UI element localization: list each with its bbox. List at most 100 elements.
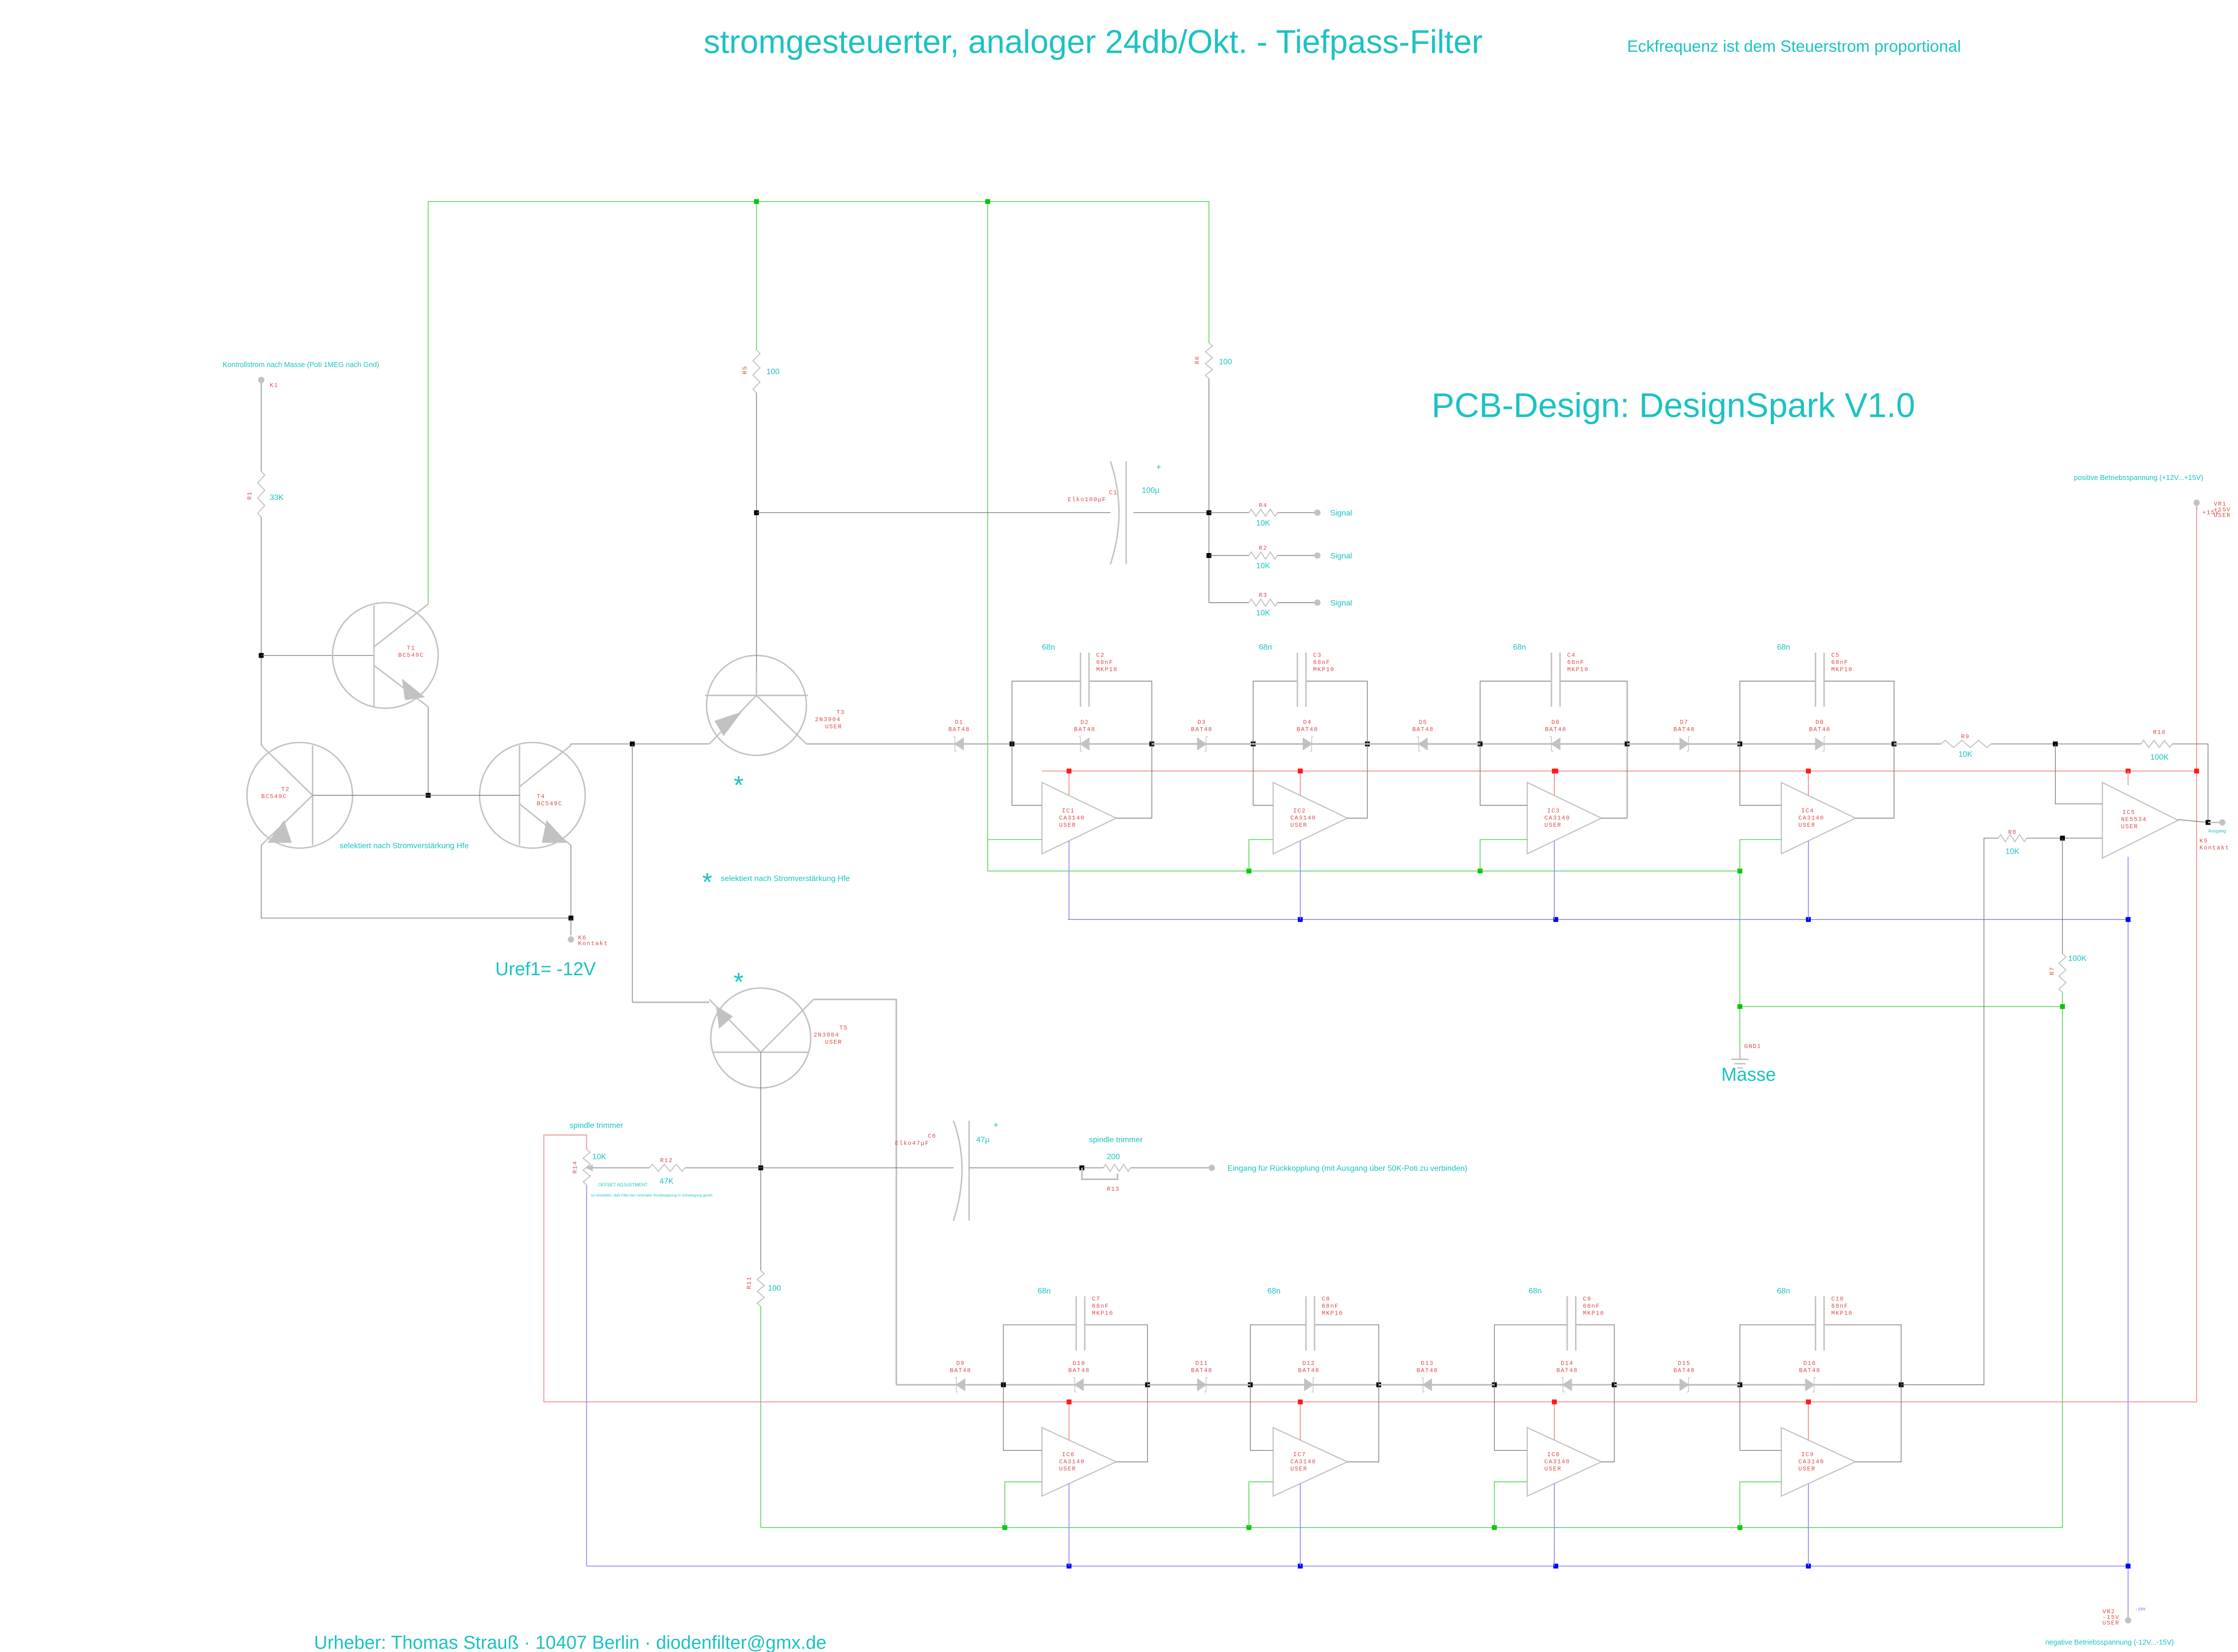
t4-part: BC549C bbox=[537, 801, 562, 808]
upper-stage-2-diode-in-ref: D3 bbox=[1198, 719, 1206, 726]
junction bbox=[1066, 769, 1072, 774]
wire bbox=[1248, 1481, 1273, 1528]
vr2-terminal[interactable] bbox=[2125, 1617, 2131, 1624]
junction bbox=[1206, 553, 1211, 558]
lower-stage-3-cap-value: 68n bbox=[1529, 1287, 1542, 1295]
wire bbox=[1011, 744, 1042, 806]
r4-value: 10K bbox=[1256, 519, 1271, 527]
r5-value: 100 bbox=[767, 368, 780, 376]
lower-stage-2-cap-part: 68nF bbox=[1321, 1303, 1339, 1310]
wire bbox=[1494, 1324, 1568, 1385]
c6-ref: C6 bbox=[928, 1133, 936, 1140]
k1-terminal[interactable] bbox=[258, 376, 264, 383]
selected-star-note: selektiert nach Stromverstärkung Hfe bbox=[721, 875, 850, 883]
lower-stage-3-cap-part: 68nF bbox=[1583, 1303, 1600, 1310]
wire bbox=[260, 845, 572, 918]
lower-stage-3-cap-ref: C9 bbox=[1583, 1296, 1591, 1303]
lower-stage-1-diode-in-ref: D9 bbox=[956, 1360, 965, 1367]
t3-star: * bbox=[734, 771, 743, 800]
lower-stage-3-diode-in-part: BAT48 bbox=[1417, 1367, 1438, 1374]
r4-label: R4 bbox=[1259, 502, 1267, 509]
wire bbox=[2178, 819, 2208, 823]
upper-stage-2-cap-type: MKP10 bbox=[1313, 666, 1335, 673]
lower-stage-3-ic-pkg: USER bbox=[1544, 1466, 1562, 1472]
page-title: stromgesteuerter, analoger 24db/Okt. - T… bbox=[703, 24, 1482, 61]
wire bbox=[1739, 1481, 1782, 1528]
lower-stage-4-cap-ref: C10 bbox=[1831, 1296, 1844, 1303]
wire bbox=[1601, 744, 1628, 819]
k5-type: Kontakt bbox=[2200, 844, 2230, 851]
lower-stage-3-diode-mid-ref: D14 bbox=[1561, 1360, 1574, 1367]
r8-label: R8 bbox=[2008, 829, 2017, 836]
wire bbox=[1901, 838, 1998, 1385]
selected-pair-note: selektiert nach Stromverstärkung Hfe bbox=[340, 842, 469, 850]
upper-stage-1-diode-in-ref: D1 bbox=[955, 719, 963, 726]
wire bbox=[1739, 1385, 1782, 1451]
wire bbox=[1479, 839, 1528, 871]
ic5-pkg: USER bbox=[2121, 823, 2138, 830]
upper-stage-2-diode-mid-ref: D4 bbox=[1303, 719, 1312, 726]
wire bbox=[1003, 1324, 1076, 1385]
r1-label: R1 bbox=[246, 491, 253, 500]
lower-stage-2-ic-ref: IC7 bbox=[1293, 1451, 1306, 1458]
wire bbox=[1003, 1385, 1042, 1451]
wire bbox=[1347, 744, 1368, 819]
junction bbox=[1806, 1399, 1811, 1404]
lower-stage-4-diode-mid-ref: D16 bbox=[1803, 1360, 1816, 1367]
feedback-input-terminal[interactable] bbox=[1209, 1165, 1215, 1171]
wire bbox=[1855, 1385, 1902, 1463]
signal-terminal-1[interactable] bbox=[1314, 510, 1321, 516]
wire bbox=[1494, 1481, 1528, 1528]
lower-stage-1-cap-part: 68nF bbox=[1092, 1303, 1109, 1310]
upper-stage-4-ic-pkg: USER bbox=[1798, 822, 1816, 829]
vr2-pkg: USER bbox=[2102, 1619, 2120, 1626]
vr1-net: +15V bbox=[2202, 509, 2220, 516]
upper-stage-3-opamp bbox=[1526, 781, 1603, 855]
t4-ref: T4 bbox=[537, 793, 545, 800]
r14-label: R14 bbox=[572, 1161, 579, 1174]
lower-stage-3-opamp bbox=[1526, 1427, 1603, 1497]
r6-resistor bbox=[1204, 342, 1213, 379]
vr1-value: +15V bbox=[2214, 506, 2231, 513]
c6-capacitor bbox=[953, 1120, 963, 1221]
junction bbox=[1552, 769, 1557, 774]
vr1-terminal[interactable] bbox=[2193, 499, 2200, 506]
signal-terminal-3[interactable] bbox=[1314, 599, 1321, 606]
lower-stage-3-cap-type: MKP10 bbox=[1583, 1310, 1605, 1317]
r13-wiper bbox=[1081, 1168, 1119, 1180]
k6-label: K6 bbox=[578, 935, 587, 942]
signal-label: Signal bbox=[1330, 552, 1352, 560]
junction bbox=[1206, 510, 1211, 515]
t5-star: * bbox=[734, 968, 743, 997]
wire bbox=[1116, 744, 1152, 819]
t4-transistor-collector bbox=[519, 744, 572, 788]
t1-ref: T1 bbox=[407, 645, 415, 652]
signal-terminal-2[interactable] bbox=[1314, 552, 1321, 559]
ground-wire bbox=[987, 201, 1740, 1050]
k6-terminal[interactable] bbox=[568, 936, 574, 943]
junction bbox=[1298, 1399, 1303, 1404]
author-footer: Urheber: Thomas Strauß · 10407 Berlin · … bbox=[314, 1632, 827, 1652]
output-terminal[interactable] bbox=[2219, 819, 2226, 826]
legend-star: * bbox=[702, 868, 712, 897]
junction bbox=[2126, 1563, 2131, 1569]
junction bbox=[1298, 1563, 1303, 1569]
upper-stage-1-cap-part: 68nF bbox=[1096, 659, 1113, 666]
junction bbox=[754, 199, 759, 204]
lower-stage-4-ic-pkg: USER bbox=[1798, 1466, 1816, 1472]
wire bbox=[1855, 744, 1895, 819]
lower-stage-1-cap-type: MKP10 bbox=[1092, 1310, 1114, 1317]
t5-part: 2N3904 bbox=[813, 1031, 839, 1038]
vr1-pkg: USER bbox=[2214, 512, 2231, 519]
wire bbox=[1347, 1385, 1379, 1463]
upper-stage-1-ic-part: CA3140 bbox=[1059, 814, 1085, 821]
upper-stage-3-ic-ref: IC3 bbox=[1547, 808, 1560, 814]
r9-resistor bbox=[1941, 739, 1992, 748]
upper-stage-2-ic-ref: IC2 bbox=[1293, 808, 1306, 814]
t5-arrow-icon bbox=[716, 1005, 733, 1029]
r10-value: 100K bbox=[2150, 753, 2169, 762]
lower-stage-3-diode-in-ref: D13 bbox=[1421, 1360, 1433, 1367]
lower-stage-1-diode-mid-part: BAT48 bbox=[1068, 1367, 1090, 1374]
lower-stage-2-diode-mid-cathode bbox=[1311, 1377, 1315, 1393]
signal-label: Signal bbox=[1330, 509, 1352, 517]
